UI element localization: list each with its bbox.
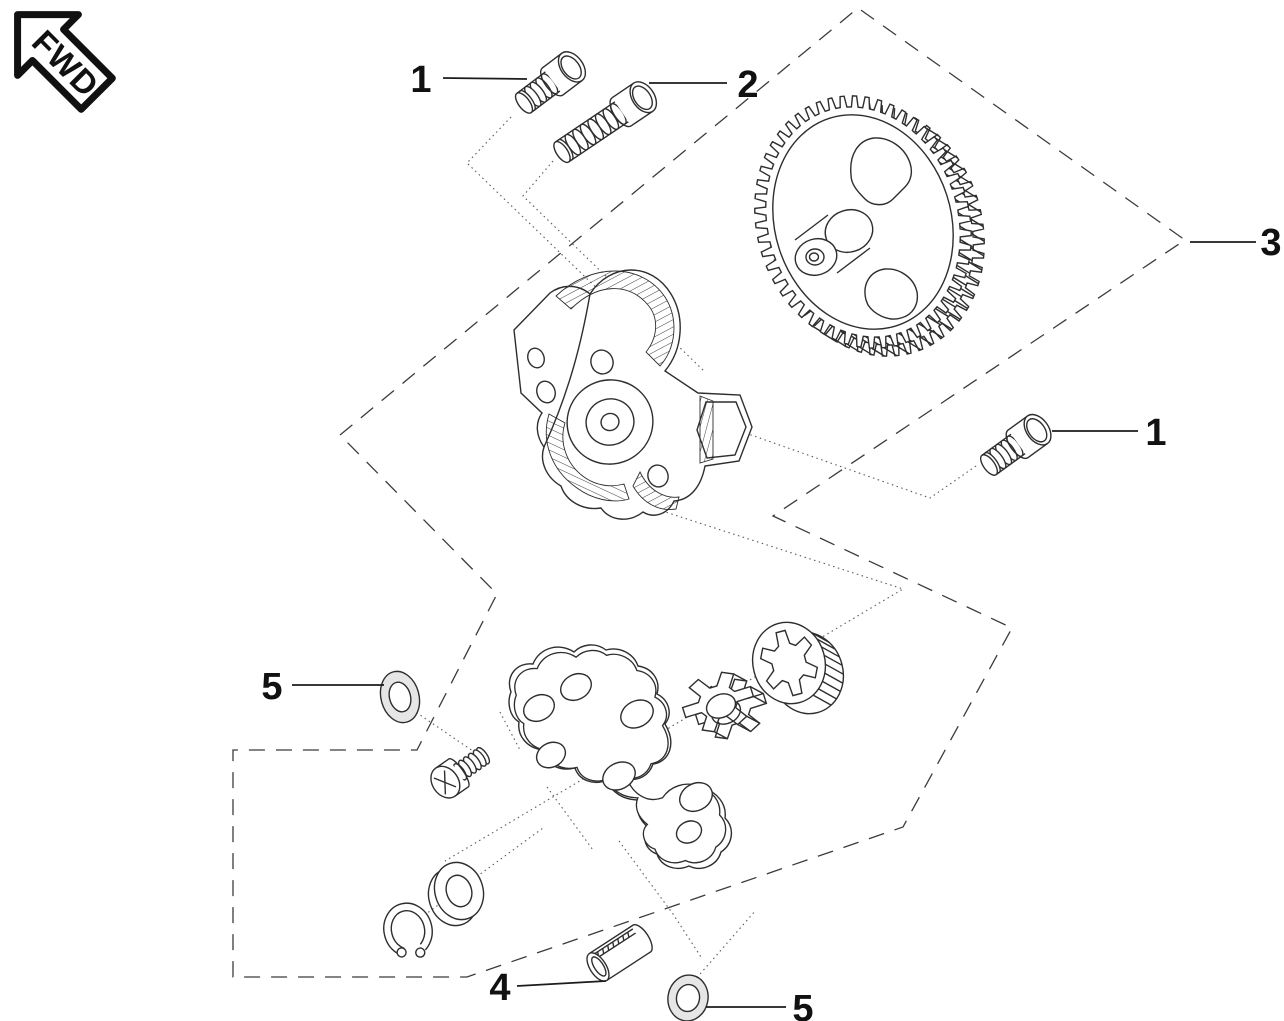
washer-5-bottom: [667, 974, 709, 1021]
callout-1-top: 1: [410, 59, 431, 101]
cover-screw: [430, 746, 491, 799]
fwd-arrow-shape: [14, 11, 116, 113]
gear-kidney-upper: [850, 137, 913, 206]
callout-5-bottom: 5: [792, 988, 813, 1021]
callout-5-left: 5: [261, 666, 282, 708]
fwd-arrow: FWD: [14, 11, 116, 113]
washer-5-left: [379, 670, 421, 724]
dashed-boundary: [232, 7, 1187, 978]
bolt-short-right: [979, 413, 1052, 476]
pump-bore: [566, 379, 654, 465]
outer-rotor: [751, 621, 845, 715]
inner-rotor: [681, 671, 768, 740]
roll-pin: [586, 924, 653, 982]
callout-3: 3: [1260, 222, 1281, 264]
callout-labels: 1 2 3 1 5 4 5: [261, 59, 1281, 1021]
callout-2: 2: [737, 64, 758, 106]
bolt-short-top: [514, 51, 587, 114]
drive-gear: [754, 95, 985, 357]
callout-1-right: 1: [1145, 412, 1166, 454]
callout-4: 4: [489, 967, 510, 1009]
gear-hub: [794, 208, 874, 277]
cover-plate-holes: [523, 672, 713, 844]
leader-lines: [292, 77, 1256, 1008]
phillips-cross-icon: [433, 770, 457, 795]
pump-cover-plate: [508, 644, 732, 870]
snap-ring: [383, 902, 435, 974]
pump-housing: [513, 269, 753, 520]
gear-kidney-lower: [864, 268, 919, 320]
bolt-long: [553, 81, 658, 164]
thrust-washer: [427, 861, 485, 927]
